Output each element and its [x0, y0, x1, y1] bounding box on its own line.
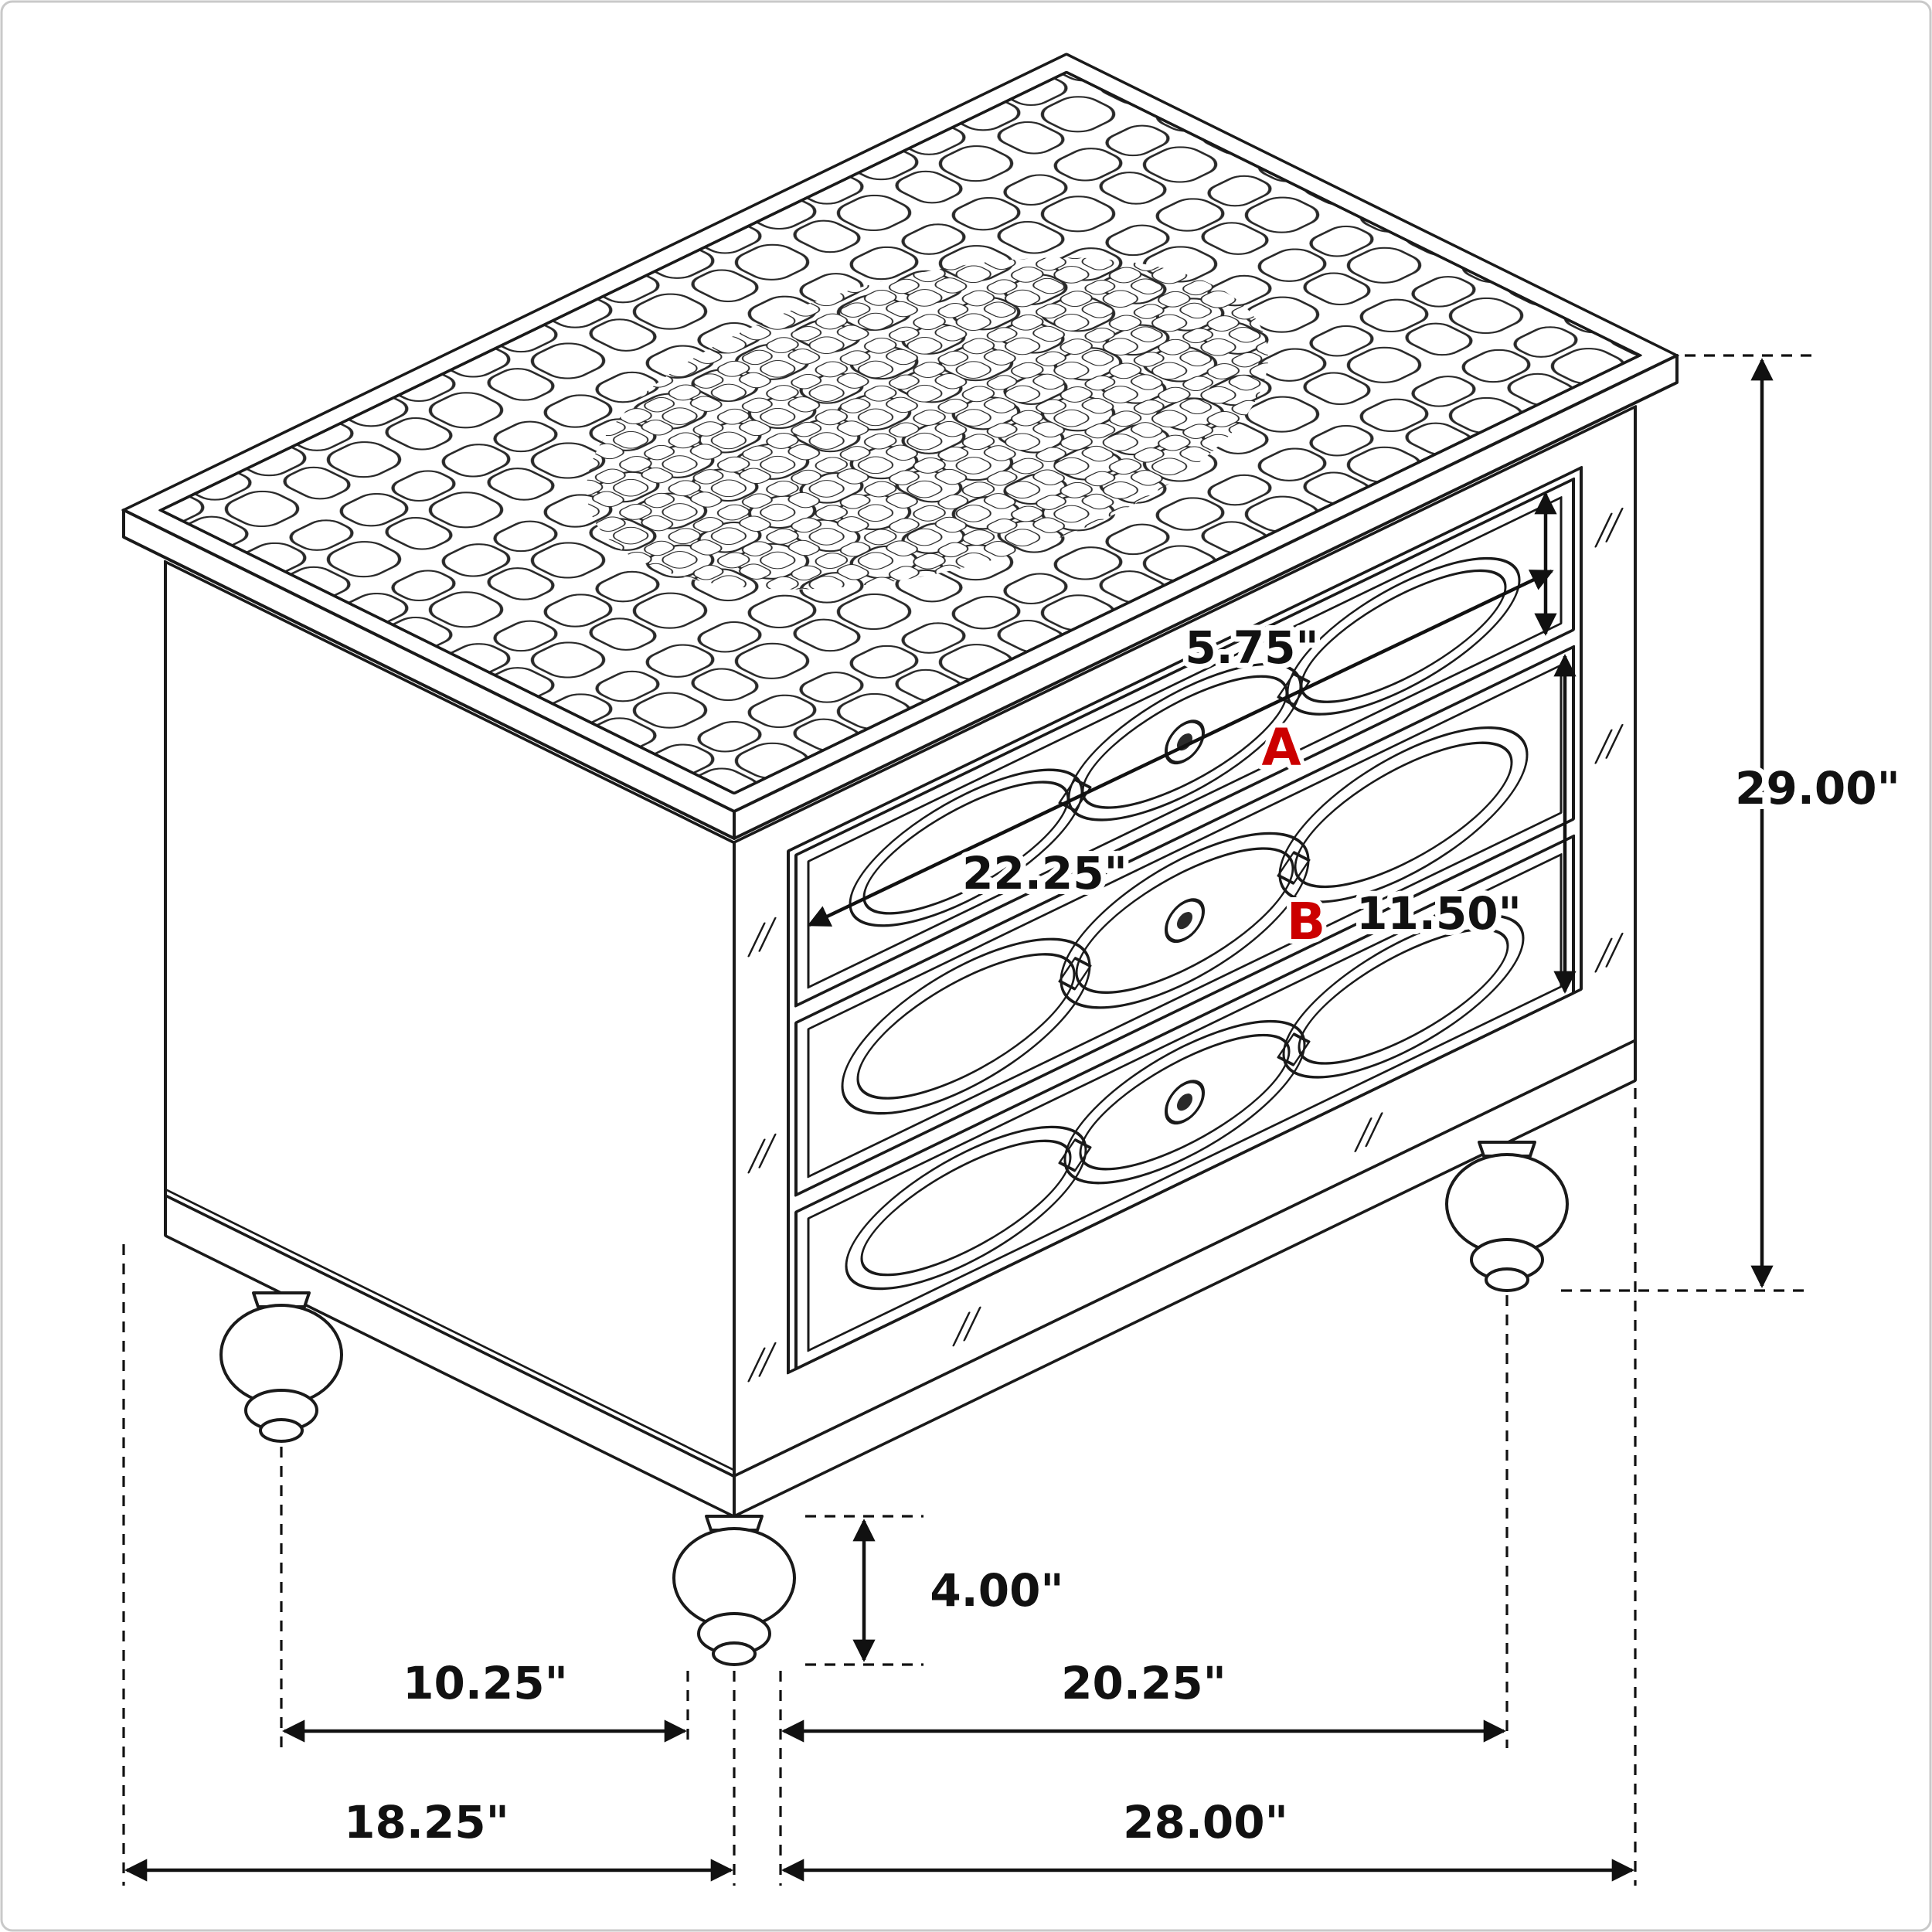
drawer-c-overlay-pattern: [845, 914, 1525, 1291]
dim-drawer-width-label: 22.25": [962, 847, 1128, 900]
dim-overall-width: 28.00": [781, 1791, 1634, 1882]
drawer-c-knob: [1165, 1080, 1205, 1125]
dim-overall-width-label: 28.00": [1123, 1796, 1288, 1849]
extension-lines: [122, 354, 1812, 1886]
left-side-panel: [164, 560, 736, 1519]
bun-foot-front-corner: [672, 1515, 796, 1666]
dim-foot-spacing-front: 20.25": [781, 1651, 1506, 1743]
dim-foot-spacing-front-label: 20.25": [1061, 1657, 1226, 1709]
part-label-a: A: [1261, 718, 1301, 777]
top-face-fine-texture: [586, 257, 1269, 590]
dim-foot-height-label: 4.00": [930, 1564, 1063, 1617]
dim-top-drawer-height-label: 5.75": [1185, 621, 1318, 674]
dim-lower-drawers-height-label: 11.50": [1356, 887, 1522, 940]
dim-foot-height: 4.00": [852, 1519, 1070, 1662]
top-face: [121, 53, 1679, 813]
dim-lower-drawers-height: 11.50": [1351, 654, 1577, 994]
front-base-molding: [733, 1039, 1637, 1519]
dimension-annotations: 29.00" 5.75" 22.25" 11.50" 4.00" 10.25": [122, 354, 1906, 1886]
part-label-b: B: [1287, 892, 1325, 951]
dim-drawer-width: 22.25": [807, 569, 1554, 927]
dim-foot-spacing-side: 10.25": [282, 1651, 687, 1743]
dim-foot-spacing-side-label: 10.25": [403, 1657, 568, 1709]
dim-overall-depth: 18.25": [124, 1791, 733, 1882]
left-panel-rail-line: [164, 1188, 736, 1472]
dim-overall-depth-label: 18.25": [344, 1796, 509, 1849]
dim-overall-height: 29.00": [1730, 358, 1906, 1288]
nightstand-drawing: [121, 53, 1679, 1666]
dim-overall-height-label: 29.00": [1735, 762, 1900, 815]
